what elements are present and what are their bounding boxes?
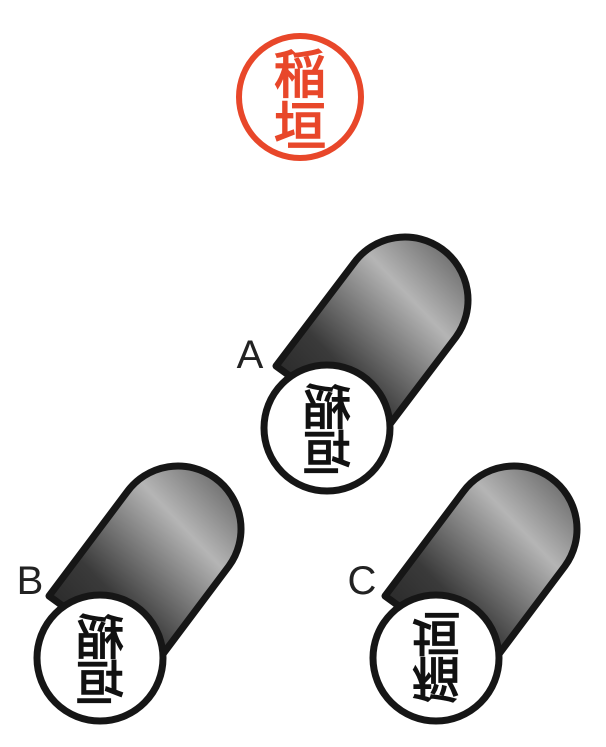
stamp-a-label: A [237, 333, 264, 377]
seal-char-bottom: 垣 [274, 97, 326, 158]
stamp-b-char-top: 稲 [76, 610, 124, 666]
stamp-b-label: B [17, 559, 44, 603]
stamp-a-face [260, 361, 394, 495]
stamp-b[interactable]: 稲 垣 B [17, 462, 245, 725]
stamp-a[interactable]: 稲 垣 A [237, 233, 472, 495]
reference-seal: 稲 垣 [236, 33, 364, 161]
stamp-c-label: C [348, 559, 377, 603]
stamp-b-char-bottom: 垣 [76, 656, 124, 712]
seal-char-top: 稲 [274, 45, 326, 106]
stamp-b-face [33, 591, 167, 725]
stamp-a-char-bottom: 垣 [303, 426, 351, 482]
stamp-c-char-bottom: 垣 [412, 604, 460, 660]
stamp-a-char-top: 稲 [303, 380, 351, 436]
seal-ring [236, 33, 364, 161]
stamp-c[interactable]: 稲 垣 C [348, 462, 581, 725]
stamp-c-face [369, 591, 503, 725]
stamp-c-char-top: 稲 [412, 650, 460, 706]
